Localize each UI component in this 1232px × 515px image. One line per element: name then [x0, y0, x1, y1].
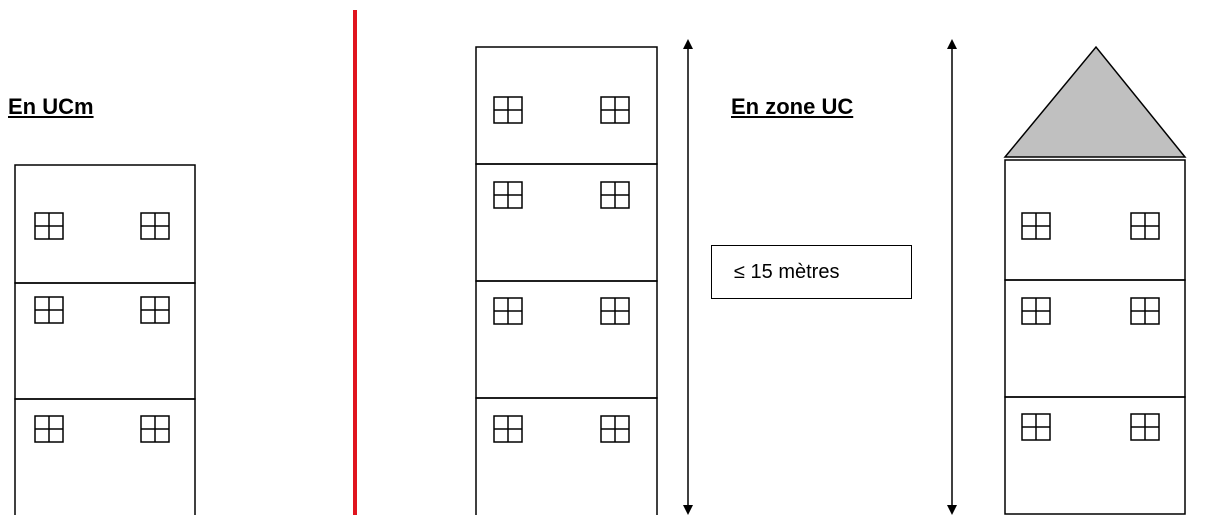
window-icon	[34, 212, 64, 240]
height-limit-text: ≤ 15 mètres	[734, 260, 840, 283]
window-icon	[600, 96, 630, 124]
height-limit-box: ≤ 15 mètres	[711, 245, 912, 299]
window-icon	[600, 181, 630, 209]
window-icon	[493, 181, 523, 209]
window-icon	[1130, 212, 1160, 240]
roof-icon	[1003, 45, 1187, 158]
window-icon	[34, 296, 64, 324]
window-icon	[1021, 297, 1051, 325]
window-icon	[140, 296, 170, 324]
window-icon	[1021, 413, 1051, 441]
window-icon	[493, 96, 523, 124]
building-ucm	[14, 164, 196, 515]
window-icon	[1130, 413, 1160, 441]
building-pitched-roof	[1003, 45, 1187, 515]
section-title-zone-uc: En zone UC	[731, 94, 854, 119]
window-icon	[1130, 297, 1160, 325]
section-title-ucm: En UCm	[8, 94, 94, 119]
window-icon	[1021, 212, 1051, 240]
window-icon	[600, 415, 630, 443]
window-icon	[493, 415, 523, 443]
building-flat-roof	[475, 46, 658, 515]
window-icon	[34, 415, 64, 443]
window-icon	[493, 297, 523, 325]
window-icon	[140, 212, 170, 240]
window-icon	[140, 415, 170, 443]
window-icon	[600, 297, 630, 325]
